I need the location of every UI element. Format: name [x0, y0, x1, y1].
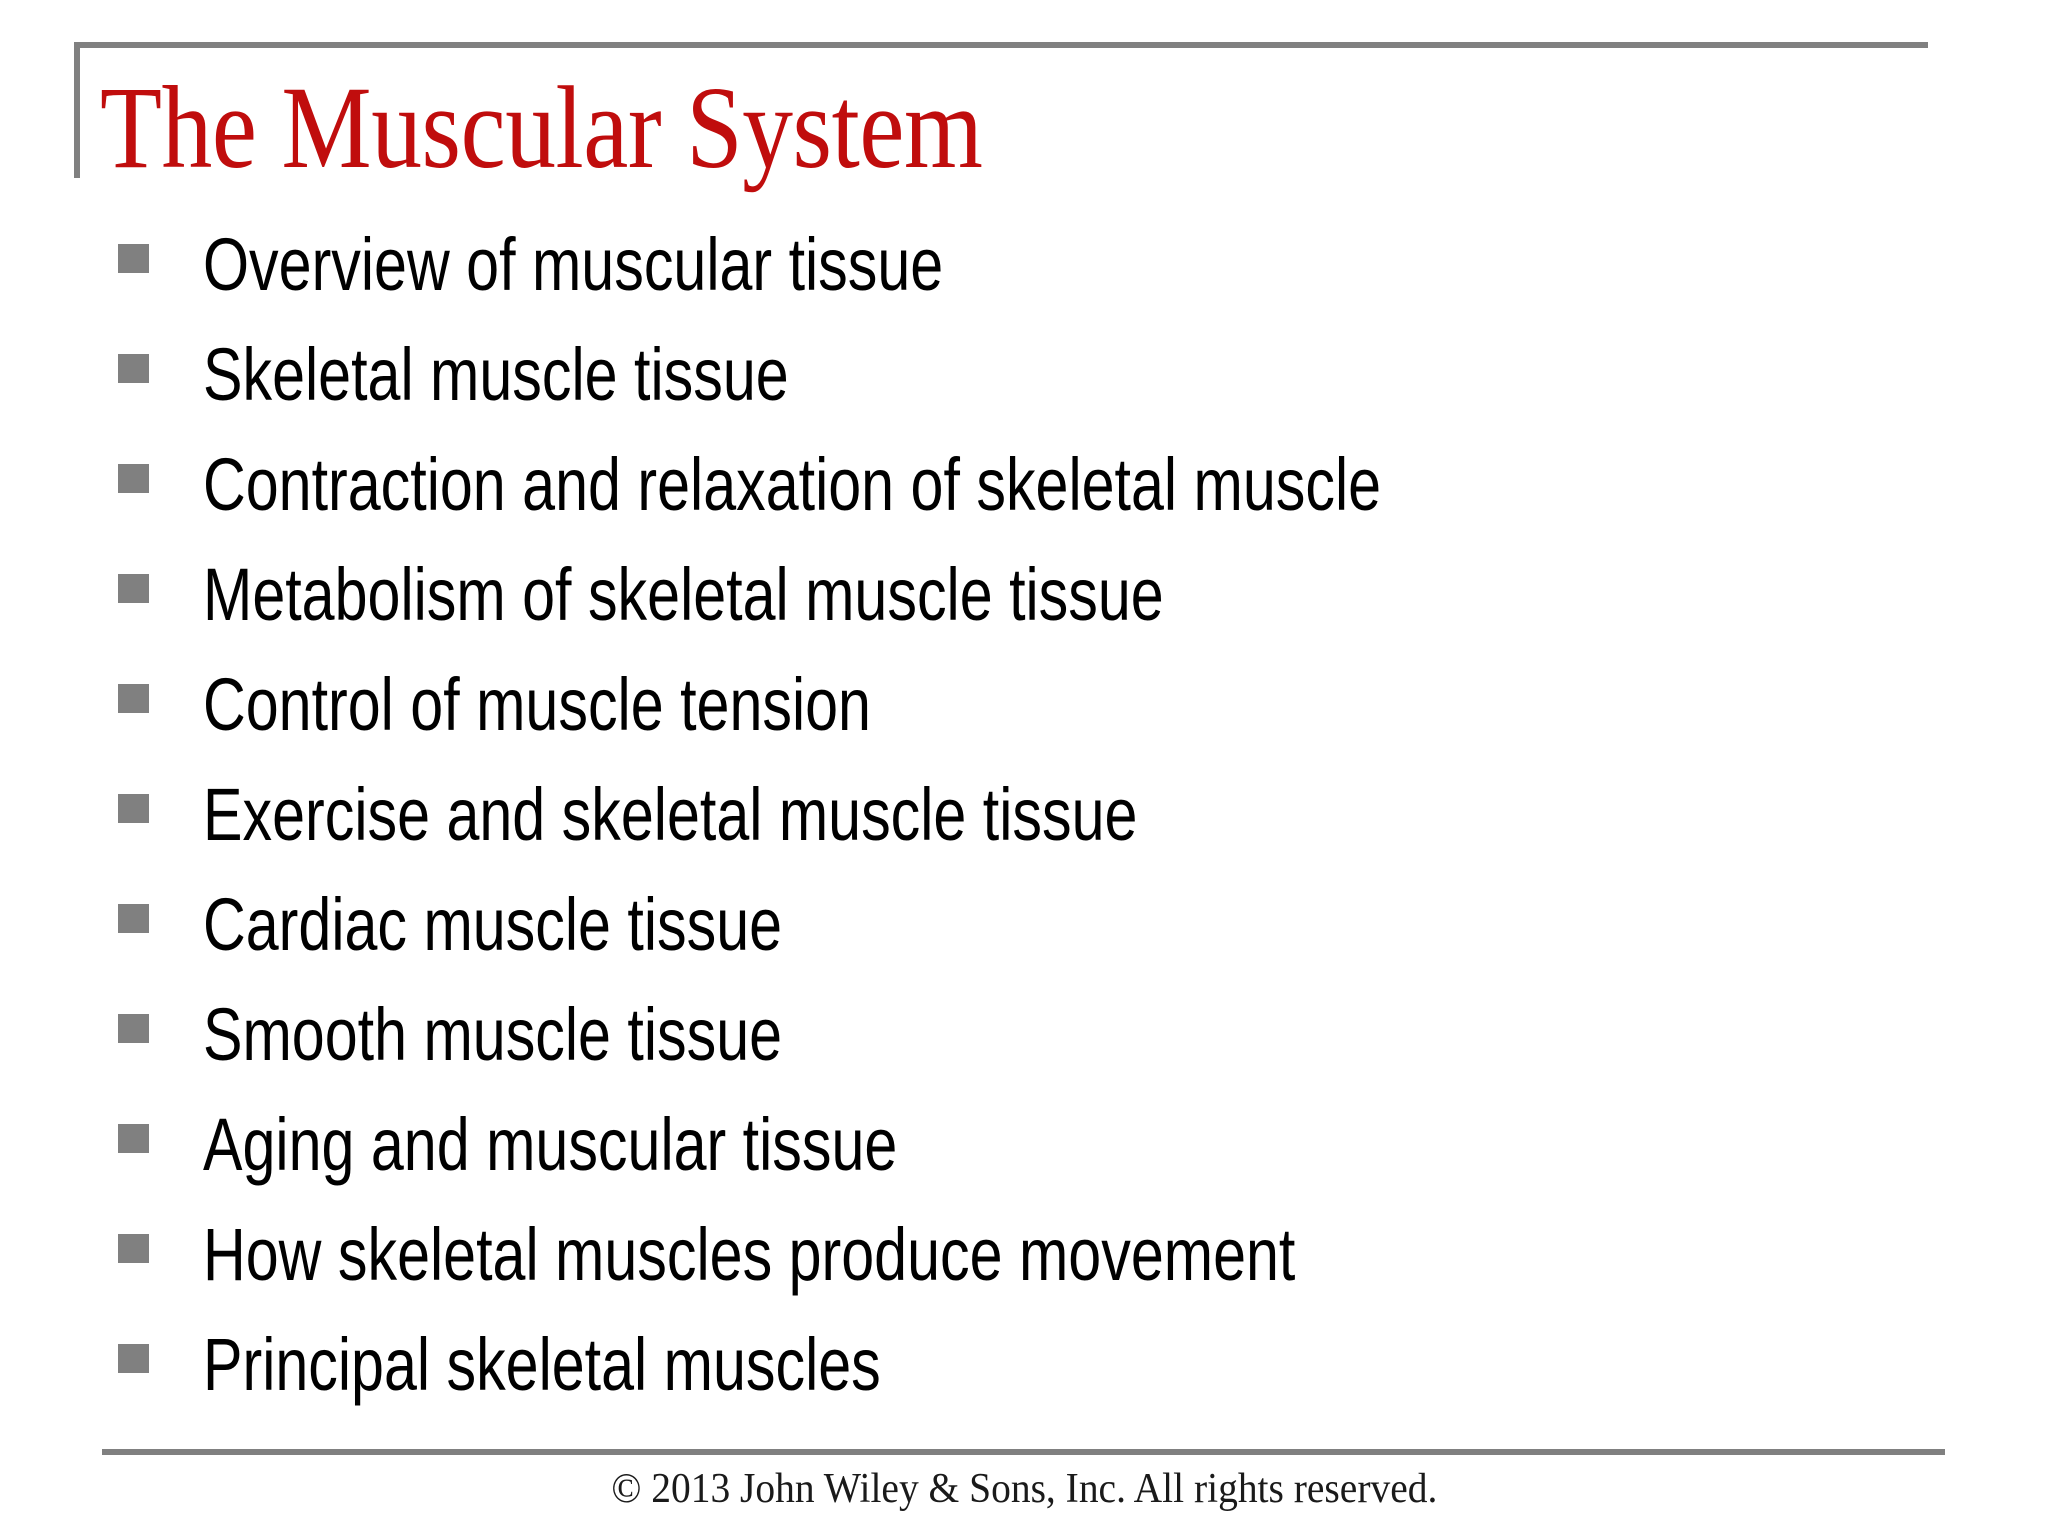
list-item-label: Exercise and skeletal muscle tissue — [203, 773, 1138, 856]
list-item-label: Skeletal muscle tissue — [203, 333, 789, 416]
square-bullet-icon — [118, 464, 149, 493]
square-bullet-icon — [118, 354, 149, 383]
list-item-label: Cardiac muscle tissue — [203, 883, 783, 966]
list-item-label: Contraction and relaxation of skeletal m… — [203, 443, 1382, 526]
list-item[interactable]: Aging and muscular tissue — [118, 1108, 1968, 1218]
list-item[interactable]: Cardiac muscle tissue — [118, 888, 1968, 998]
square-bullet-icon — [118, 794, 149, 823]
list-item[interactable]: Control of muscle tension — [118, 668, 1968, 778]
list-item-label: How skeletal muscles produce movement — [203, 1213, 1296, 1296]
square-bullet-icon — [118, 244, 149, 273]
list-item-label: Principal skeletal muscles — [203, 1323, 881, 1406]
square-bullet-icon — [118, 1014, 149, 1043]
list-item[interactable]: Principal skeletal muscles — [118, 1328, 1968, 1438]
title-rule-vertical — [74, 42, 80, 178]
square-bullet-icon — [118, 904, 149, 933]
list-item[interactable]: Skeletal muscle tissue — [118, 338, 1968, 448]
footer-divider — [102, 1449, 1945, 1455]
square-bullet-icon — [118, 1344, 149, 1373]
title-rule-horizontal — [74, 42, 1928, 48]
square-bullet-icon — [118, 574, 149, 603]
list-item-label: Metabolism of skeletal muscle tissue — [203, 553, 1164, 636]
list-item-label: Overview of muscular tissue — [203, 223, 944, 306]
list-item[interactable]: How skeletal muscles produce movement — [118, 1218, 1968, 1328]
copyright-text: © 2013 John Wiley & Sons, Inc. All right… — [611, 1466, 1437, 1512]
list-item-label: Smooth muscle tissue — [203, 993, 783, 1076]
list-item[interactable]: Overview of muscular tissue — [118, 228, 1968, 338]
topic-list: Overview of muscular tissue Skeletal mus… — [118, 228, 1968, 1438]
list-item-label: Control of muscle tension — [203, 663, 871, 746]
page-title: The Muscular System — [100, 62, 983, 193]
list-item[interactable]: Metabolism of skeletal muscle tissue — [118, 558, 1968, 668]
square-bullet-icon — [118, 684, 149, 713]
list-item[interactable]: Smooth muscle tissue — [118, 998, 1968, 1108]
list-item[interactable]: Exercise and skeletal muscle tissue — [118, 778, 1968, 888]
square-bullet-icon — [118, 1234, 149, 1263]
square-bullet-icon — [118, 1124, 149, 1153]
list-item-label: Aging and muscular tissue — [203, 1103, 898, 1186]
list-item[interactable]: Contraction and relaxation of skeletal m… — [118, 448, 1968, 558]
copyright-notice: © 2013 John Wiley & Sons, Inc. All right… — [0, 1466, 2048, 1512]
